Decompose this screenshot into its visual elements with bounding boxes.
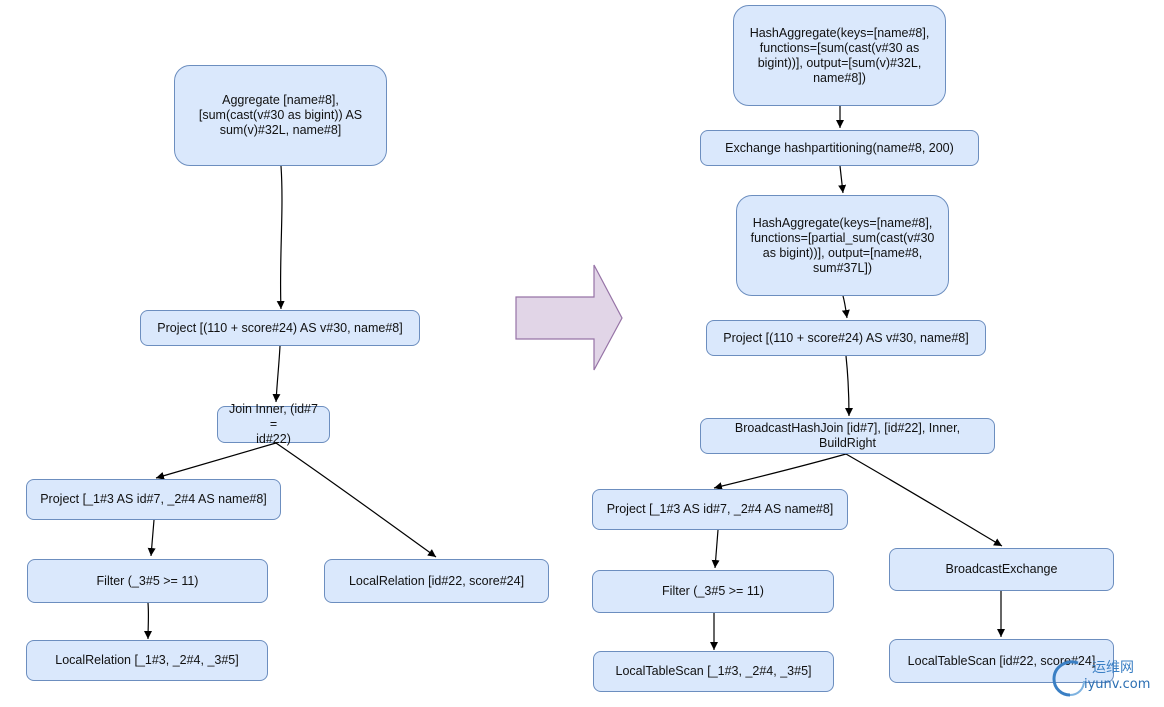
node-aggregate: Aggregate [name#8], [sum(cast(v#30 as bi…: [174, 65, 387, 166]
node-broadcastexchange: BroadcastExchange: [889, 548, 1114, 591]
transform-arrow: [515, 264, 623, 371]
edge-project2-filter: [147, 519, 156, 557]
node-localrelation-left: LocalRelation [_1#3, _2#4, _3#5]: [26, 640, 268, 681]
edge-bhj-broadcastexchange: [845, 453, 1003, 547]
edge-project2-filter: [711, 529, 720, 569]
edge-project-bhj: [844, 355, 853, 417]
edge-exchange-hashagg-partial: [838, 165, 847, 194]
edge-join-localrelation-right: [275, 442, 437, 558]
edge-hashagg-partial-project: [841, 295, 850, 319]
edge-join-project2: [155, 442, 277, 480]
node-exchange: Exchange hashpartitioning(name#8, 200): [700, 130, 979, 166]
edge-aggregate-project: [276, 165, 285, 310]
node-broadcasthashjoin: BroadcastHashJoin [id#7], [id#22], Inner…: [700, 418, 995, 454]
watermark-logo-icon: [1052, 660, 1085, 697]
node-project2: Project [_1#3 AS id#7, _2#4 AS name#8]: [26, 479, 281, 520]
node-project2: Project [_1#3 AS id#7, _2#4 AS name#8]: [592, 489, 848, 530]
node-join: Join Inner, (id#7 = id#22): [217, 402, 330, 446]
node-project: Project [(110 + score#24) AS v#30, name#…: [706, 320, 986, 356]
watermark-text-cn: 运维网: [1092, 660, 1134, 676]
watermark-text-url: iyunv.com: [1084, 677, 1151, 692]
node-localrelation-right: LocalRelation [id#22, score#24]: [324, 559, 549, 603]
edge-bhj-project2: [713, 453, 847, 490]
node-project: Project [(110 + score#24) AS v#30, name#…: [140, 310, 420, 346]
node-localtablescan-right: LocalTableScan [id#22, score#24]: [889, 639, 1114, 683]
watermark: 运维网 iyunv.com: [1048, 657, 1158, 699]
node-filter: Filter (_3#5 >= 11): [27, 559, 268, 603]
node-hashaggregate-partial: HashAggregate(keys=[name#8], functions=[…: [736, 195, 949, 296]
node-filter: Filter (_3#5 >= 11): [592, 570, 834, 613]
node-hashaggregate-final: HashAggregate(keys=[name#8], functions=[…: [733, 5, 946, 106]
node-localtablescan-left: LocalTableScan [_1#3, _2#4, _3#5]: [593, 651, 834, 692]
edge-project-join: [272, 345, 281, 403]
